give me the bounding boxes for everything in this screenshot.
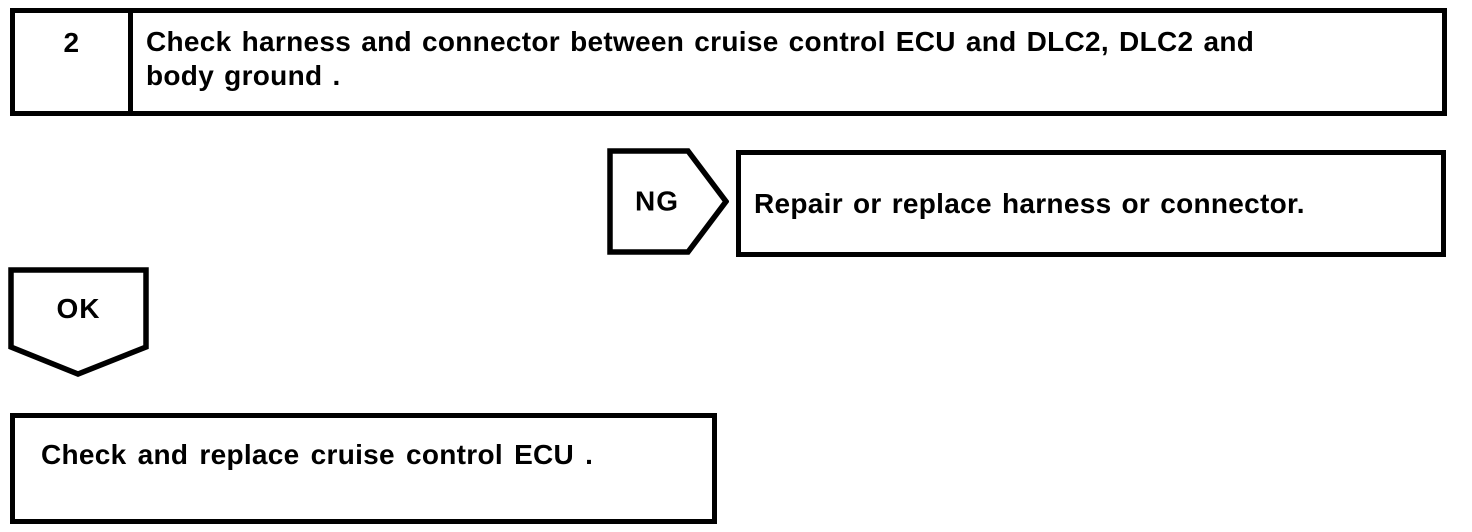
pentagon-down-icon bbox=[8, 267, 149, 377]
step-number-cell: 2 bbox=[15, 13, 133, 111]
ok-connector: OK bbox=[8, 267, 149, 377]
ok-action-box: Check and replace cruise control ECU . bbox=[10, 413, 717, 524]
ng-connector: NG bbox=[607, 148, 729, 255]
ng-label: NG bbox=[635, 184, 679, 216]
step-number: 2 bbox=[63, 27, 80, 58]
step-instruction: Check harness and connector between crui… bbox=[146, 26, 1255, 91]
ok-label: OK bbox=[56, 293, 101, 324]
ng-action-box: Repair or replace harness or connector. bbox=[736, 150, 1446, 257]
ok-action-text: Check and replace cruise control ECU . bbox=[41, 439, 594, 470]
pentagon-right-icon bbox=[607, 148, 729, 255]
step-box: 2 Check harness and connector between cr… bbox=[10, 8, 1447, 116]
ng-action-text: Repair or replace harness or connector. bbox=[754, 187, 1305, 219]
